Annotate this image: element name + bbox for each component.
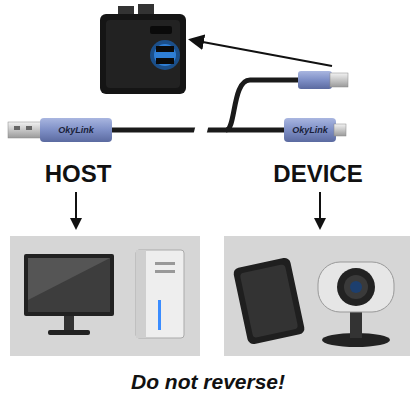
webcam xyxy=(318,262,394,347)
hard-drive xyxy=(233,257,306,345)
brand-label: OkyLink xyxy=(292,125,328,135)
cable xyxy=(112,80,300,130)
usb-a-plug xyxy=(8,118,112,142)
down-arrow xyxy=(319,192,321,228)
break-mark xyxy=(194,122,208,138)
host-panel xyxy=(10,236,200,356)
device-panel xyxy=(224,236,410,356)
usb-a-power-plug xyxy=(298,71,348,89)
down-arrow xyxy=(75,192,77,228)
brand-label: OkyLink xyxy=(58,125,94,135)
wall-charger xyxy=(100,4,186,94)
monitor xyxy=(24,254,114,335)
end-label: HOST xyxy=(45,160,112,188)
caption: Do not reverse! xyxy=(131,370,285,394)
pointer-arrow xyxy=(192,40,332,66)
pc-tower xyxy=(136,250,184,338)
micro-b-plug xyxy=(284,118,346,142)
end-label: DEVICE xyxy=(273,160,362,188)
